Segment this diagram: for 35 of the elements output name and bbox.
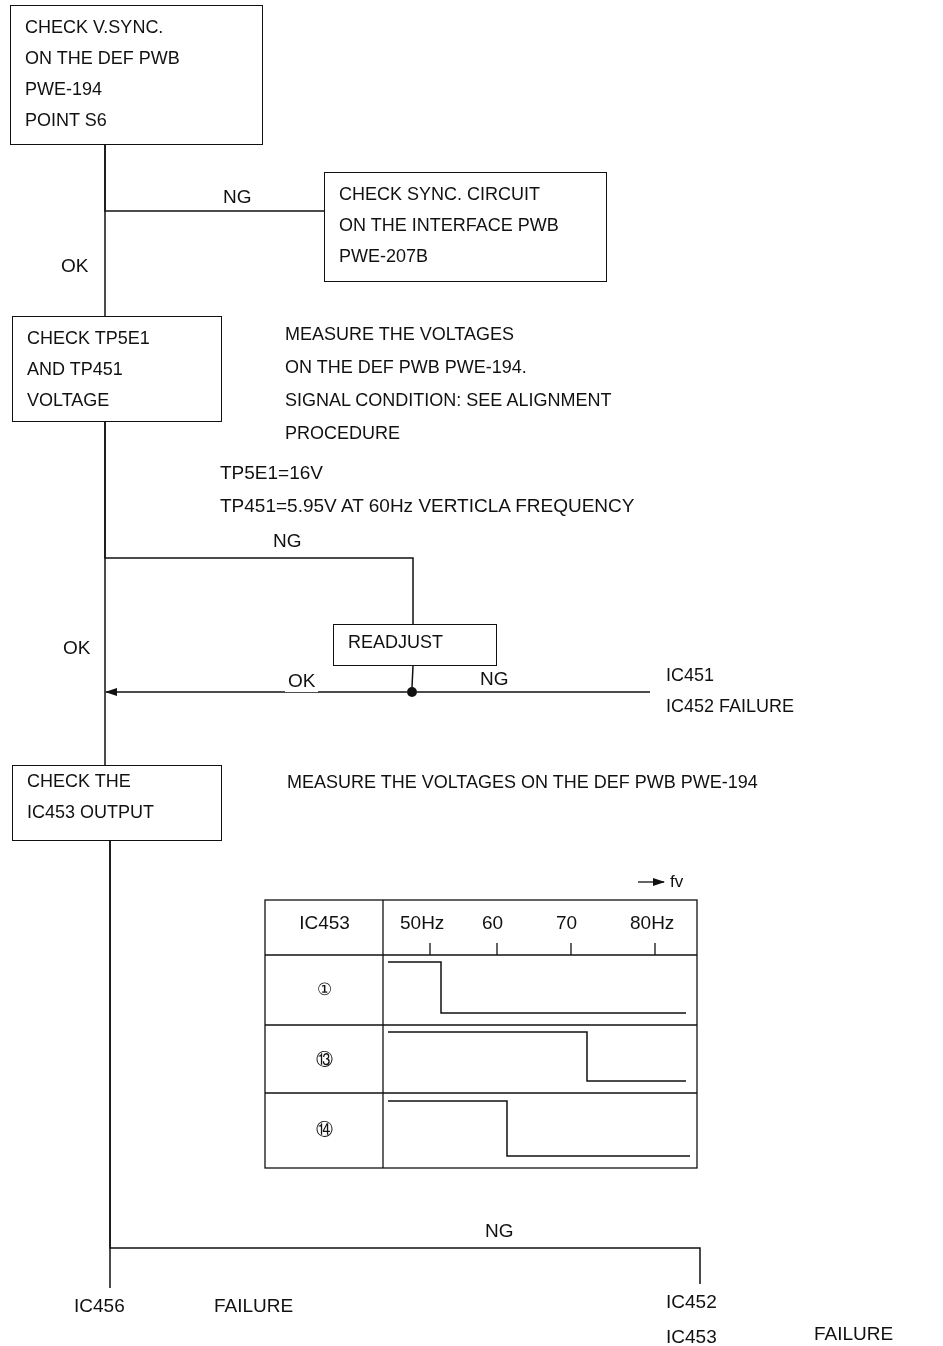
result-text: FAILURE [214, 1294, 294, 1318]
connector-line [411, 665, 414, 688]
note-text: TP451=5.95V AT 60Hz VERTICLA FREQUENCY [220, 494, 635, 518]
note-text: MEASURE THE VOLTAGES ON THE DEF PWB PWE-194. SIGNAL CONDITION: SEE ALIGNMENT PROCEDURE [285, 323, 613, 445]
column-header: IC453 [298, 911, 351, 935]
box-text: CHECK V.SYNC. ON THE DEF PWB PWE-194 POINT S6 [25, 16, 181, 132]
tick-label: 80Hz [630, 911, 675, 935]
box-text: CHECK SYNC. CIRCUIT ON THE INTERFACE PWB PWE-207B [339, 183, 560, 268]
process-box [324, 172, 607, 282]
junction-dot [407, 687, 417, 697]
tick-label: 60 [482, 911, 504, 935]
process-box [333, 624, 497, 666]
connector-line [416, 691, 651, 693]
result-text: FAILURE [814, 1322, 895, 1346]
note-text: MEASURE THE VOLTAGES ON THE DEF PWB PWE-194 [287, 771, 759, 794]
process-box [12, 765, 222, 841]
axis-label: fv [670, 871, 684, 893]
box-text: CHECK TP5E1 AND TP451 VOLTAGE [27, 327, 151, 412]
process-box [10, 5, 263, 145]
pin-number: ⑭ [315, 1119, 334, 1141]
connector-line [104, 144, 106, 317]
box-text: CHECK THE IC453 OUTPUT [27, 770, 156, 824]
result-text: IC452 IC453 [666, 1290, 718, 1346]
box-text: READJUST [348, 631, 444, 654]
pin-number: ① [316, 979, 333, 1001]
connector-line [109, 840, 701, 1285]
connector-line [104, 421, 106, 766]
process-box [12, 316, 222, 422]
tick-label: 50Hz [400, 911, 445, 935]
arrow [105, 688, 408, 696]
result-text: IC456 [74, 1294, 125, 1318]
note-text: TP5E1=16V [220, 461, 323, 485]
pin-number: ⑬ [315, 1049, 334, 1071]
tick-label: 70 [556, 911, 578, 935]
result-text: IC451 IC452 FAILURE [666, 660, 866, 730]
